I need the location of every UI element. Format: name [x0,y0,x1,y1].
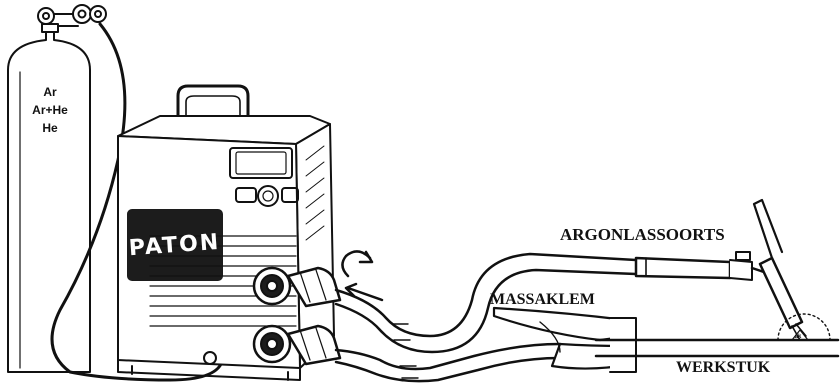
tig-torch [636,200,830,340]
pressure-regulator [38,5,106,26]
arc-mark: ak [795,334,802,340]
gas-cylinder [8,24,90,372]
gas-label-he: He [42,121,58,135]
label-workpiece: WERKSTUK [676,359,771,376]
label-torch: ARGONLASSOORTS [560,225,725,244]
gas-label-ar-he: Ar+He [32,103,68,117]
label-clamp: MASSAKLEM [490,291,595,308]
gas-label-ar: Ar [43,85,57,99]
connect-arrows [342,251,382,300]
